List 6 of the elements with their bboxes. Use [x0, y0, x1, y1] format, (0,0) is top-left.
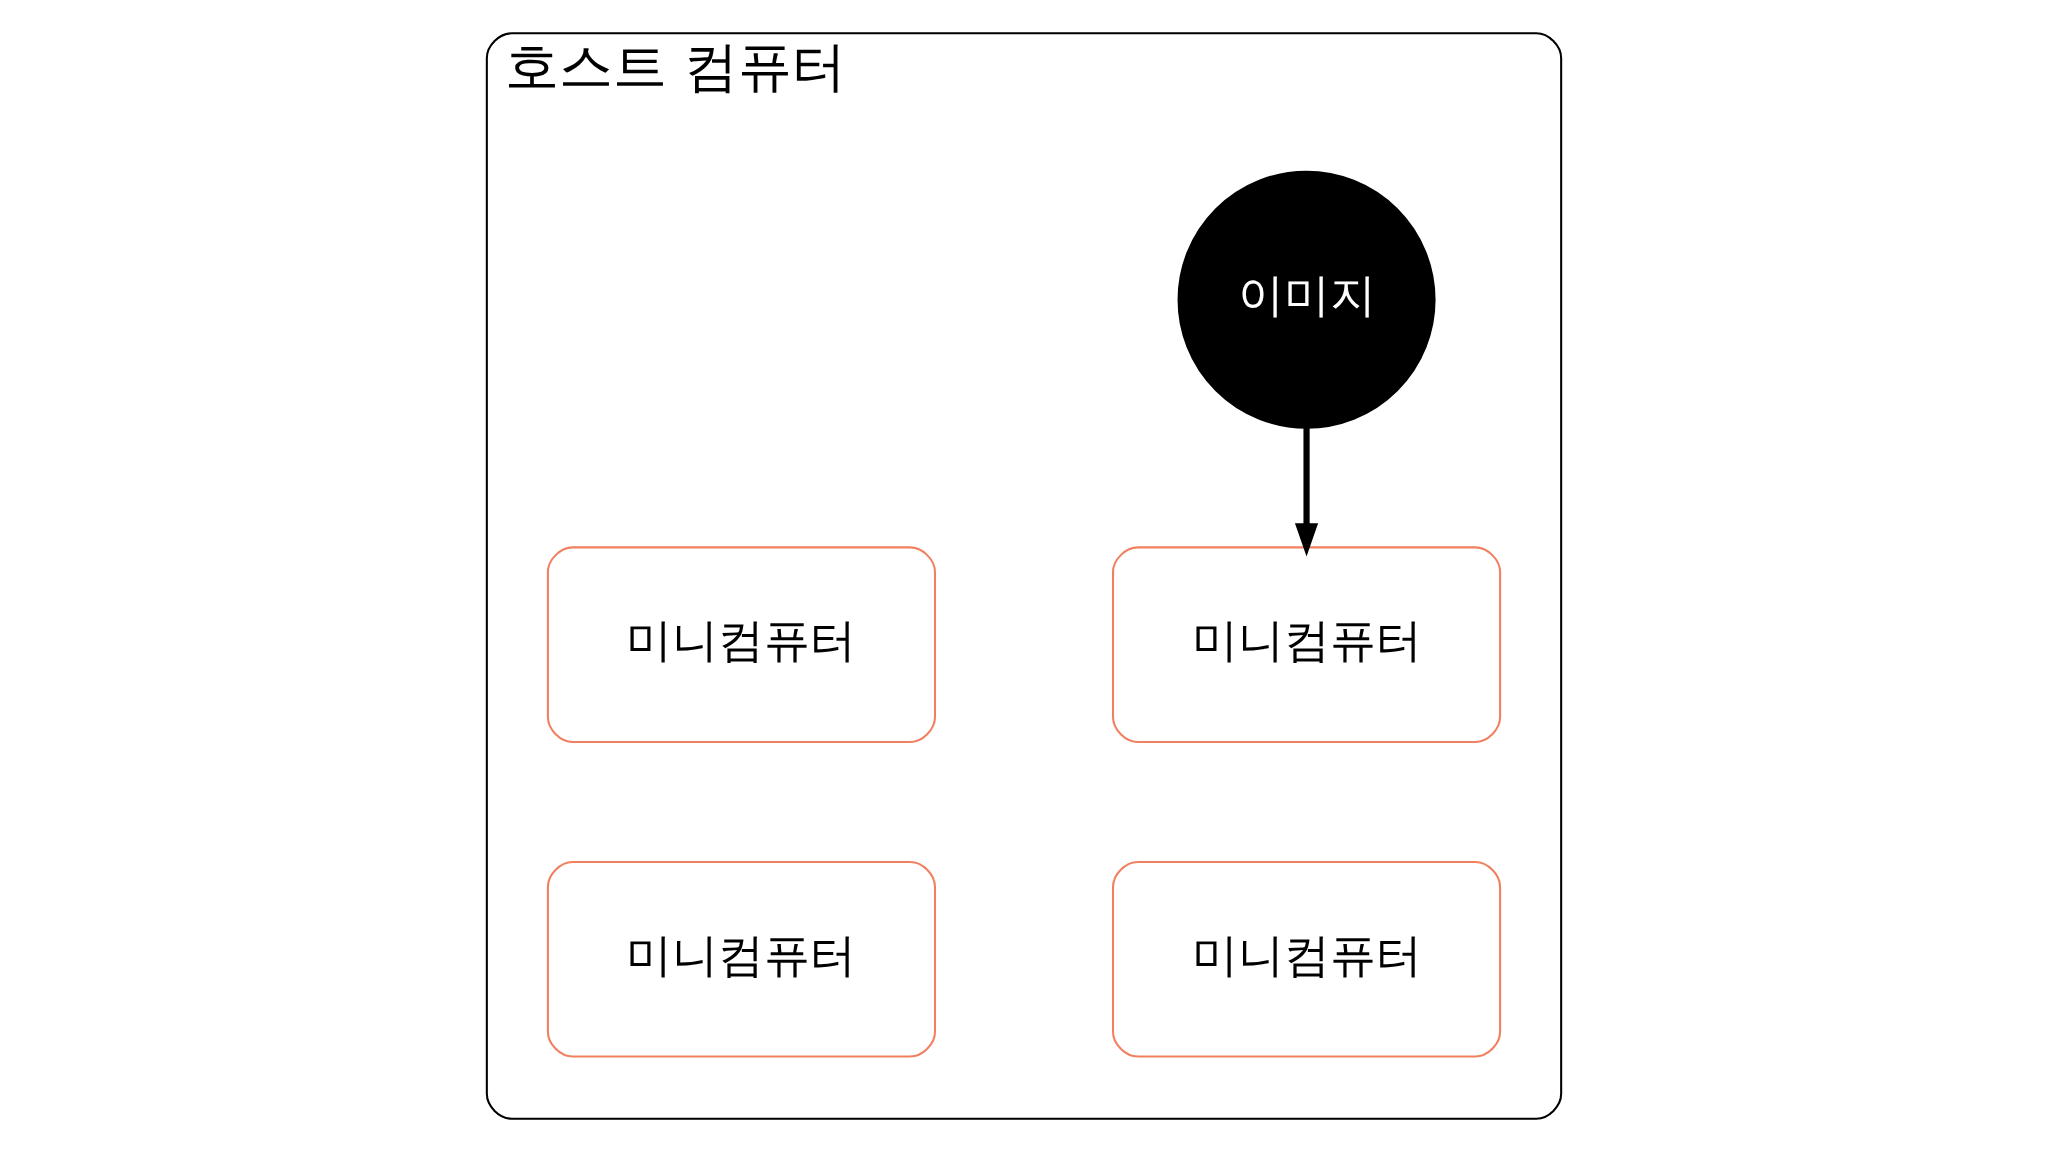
arrow [1294, 427, 1319, 557]
node-box: 미니컴퓨터 [1111, 860, 1502, 1058]
node-box: 미니컴퓨터 [1111, 546, 1502, 743]
node-circle: 이미지 [1177, 170, 1436, 429]
node-box: 미니컴퓨터 [546, 546, 937, 743]
node-box: 미니컴퓨터 [546, 860, 937, 1058]
